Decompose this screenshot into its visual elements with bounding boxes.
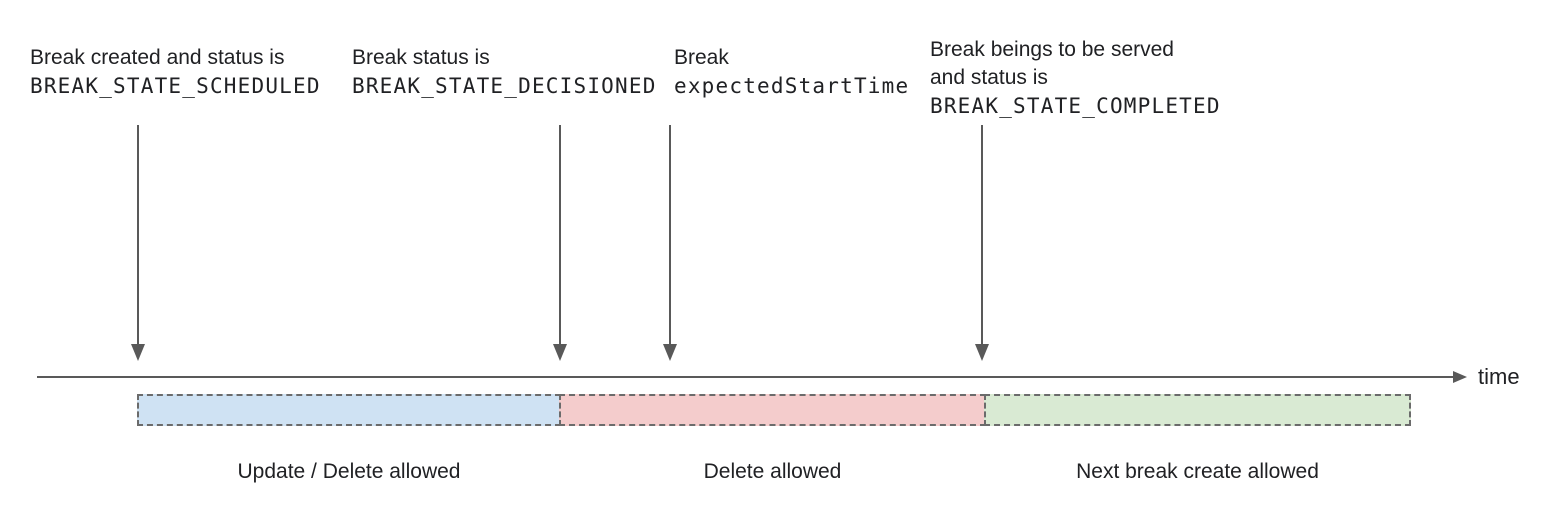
annotation-scheduled-text: Break created and status is <box>30 46 285 69</box>
annotation-decisioned-text: Break status is <box>352 46 490 69</box>
segment-update-delete-allowed <box>137 394 561 426</box>
segment-label-update-delete-allowed: Update / Delete allowed <box>237 460 461 483</box>
annotation-decisioned-code: BREAK_STATE_DECISIONED <box>352 74 657 98</box>
segment-next-break-create-allowed <box>984 394 1411 426</box>
annotation-completed-text-2: and status is <box>930 66 1048 89</box>
annotation-completed-text-1: Break beings to be served <box>930 38 1174 61</box>
timeline-axis <box>37 376 1455 378</box>
timeline-arrowhead-icon <box>1453 371 1467 383</box>
down-arrowhead-icon <box>553 344 567 361</box>
annotation-expected-start-text: Break <box>674 46 729 69</box>
timeline-axis-label: time <box>1478 364 1520 389</box>
segment-delete-allowed <box>559 394 986 426</box>
annotation-expected-start-code: expectedStartTime <box>674 74 910 98</box>
down-arrow-completed <box>981 125 983 346</box>
annotation-expected-start: Break expectedStartTime <box>674 44 909 100</box>
down-arrow-scheduled <box>137 125 139 346</box>
annotation-decisioned: Break status is BREAK_STATE_DECISIONED <box>352 44 657 100</box>
down-arrowhead-icon <box>131 344 145 361</box>
down-arrowhead-icon <box>663 344 677 361</box>
down-arrow-expected-start <box>669 125 671 346</box>
segment-label-delete-allowed: Delete allowed <box>703 460 842 483</box>
annotation-completed-code: BREAK_STATE_COMPLETED <box>930 94 1221 118</box>
down-arrow-decisioned <box>559 125 561 346</box>
annotation-scheduled-code: BREAK_STATE_SCHEDULED <box>30 74 321 98</box>
annotation-completed: Break beings to be served and status is … <box>930 36 1221 120</box>
down-arrowhead-icon <box>975 344 989 361</box>
annotation-scheduled: Break created and status is BREAK_STATE_… <box>30 44 321 100</box>
segment-label-next-break-create-allowed: Next break create allowed <box>1076 460 1319 483</box>
